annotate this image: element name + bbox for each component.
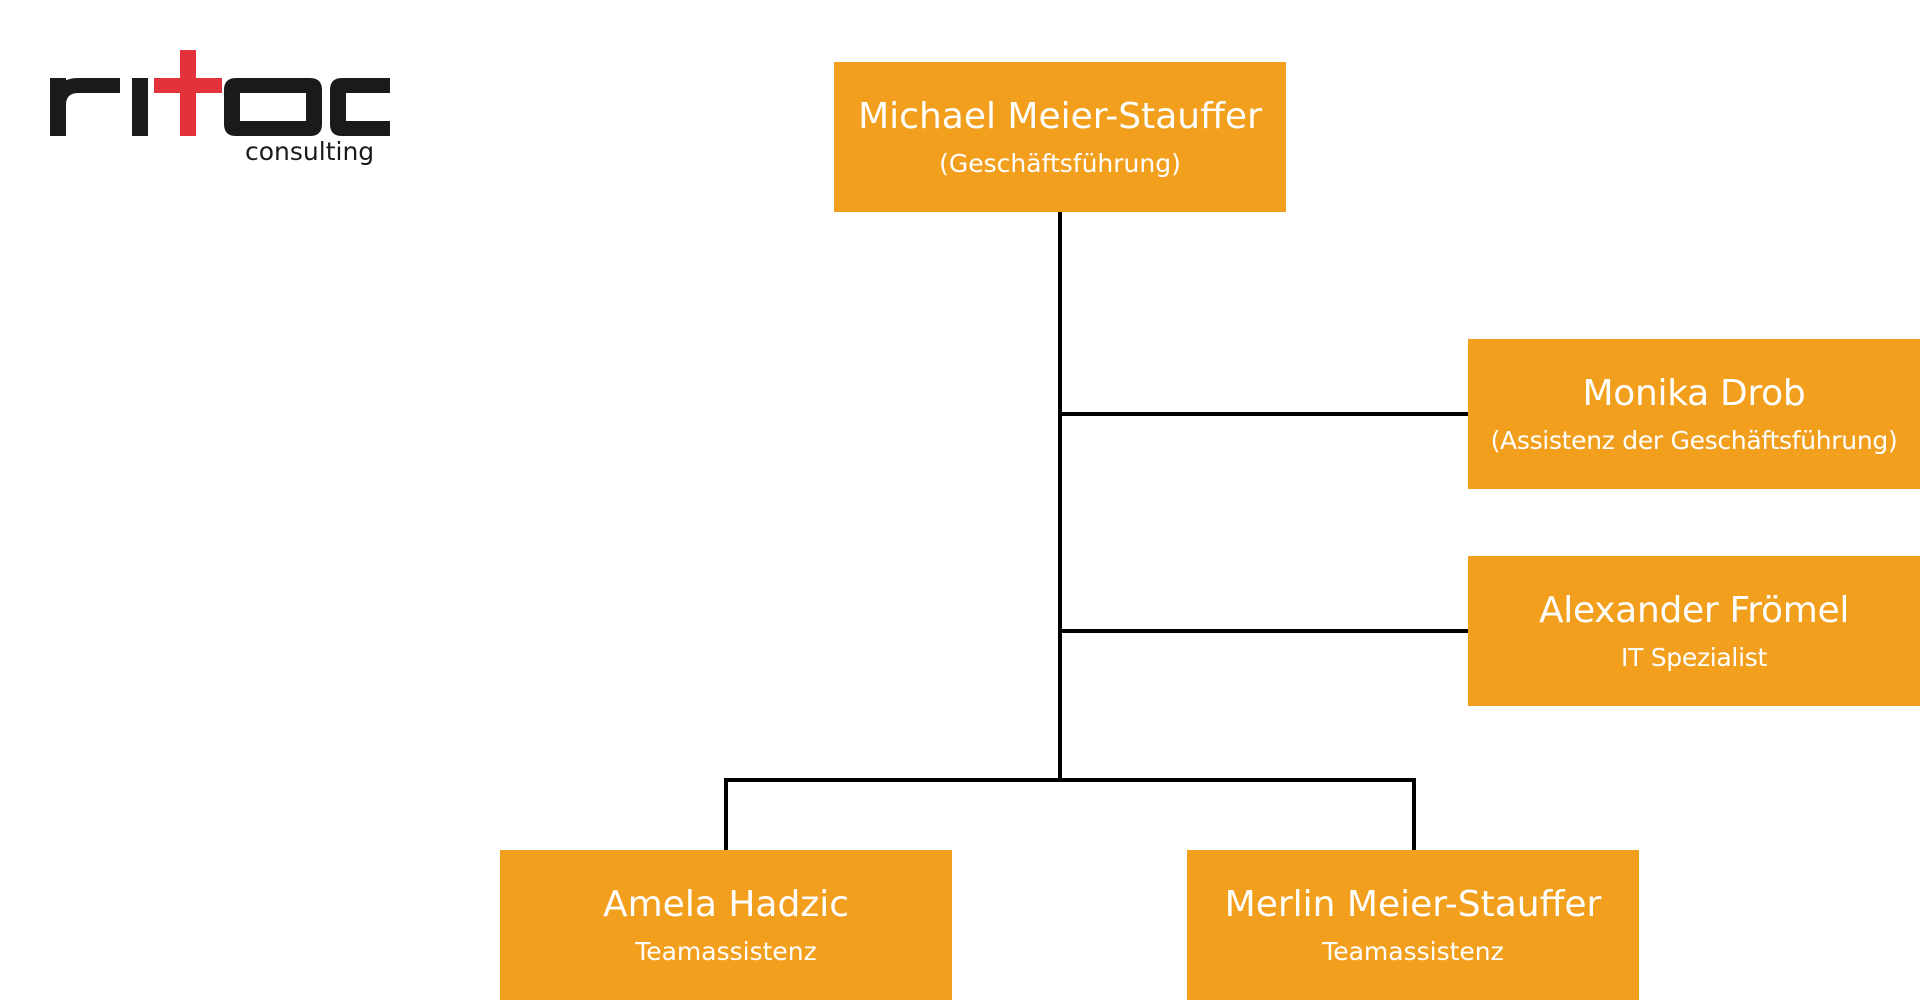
person-name: Alexander Frömel [1538, 590, 1850, 632]
person-name: Michael Meier-Stauffer [858, 96, 1262, 138]
person-role: IT Spezialist [1621, 642, 1767, 672]
logo-subtitle: consulting [245, 137, 375, 166]
org-box-alexander: Alexander Frömel IT Spezialist [1468, 556, 1920, 706]
ritoc-logo-mark [50, 50, 390, 136]
org-box-merlin: Merlin Meier-Stauffer Teamassistenz [1187, 850, 1639, 1000]
person-name: Amela Hadzic [602, 884, 850, 926]
ritoc-logo [50, 45, 410, 175]
person-role: (Assistenz der Geschäftsführung) [1490, 425, 1898, 455]
org-box-michael: Michael Meier-Stauffer (Geschäftsführung… [834, 62, 1286, 212]
org-box-amela: Amela Hadzic Teamassistenz [500, 850, 952, 1000]
person-role: (Geschäftsführung) [939, 148, 1181, 178]
person-role: Teamassistenz [635, 936, 817, 966]
person-name: Merlin Meier-Stauffer [1224, 884, 1602, 926]
person-name: Monika Drob [1582, 373, 1806, 415]
person-role: Teamassistenz [1322, 936, 1504, 966]
org-box-monika: Monika Drob (Assistenz der Geschäftsführ… [1468, 339, 1920, 489]
